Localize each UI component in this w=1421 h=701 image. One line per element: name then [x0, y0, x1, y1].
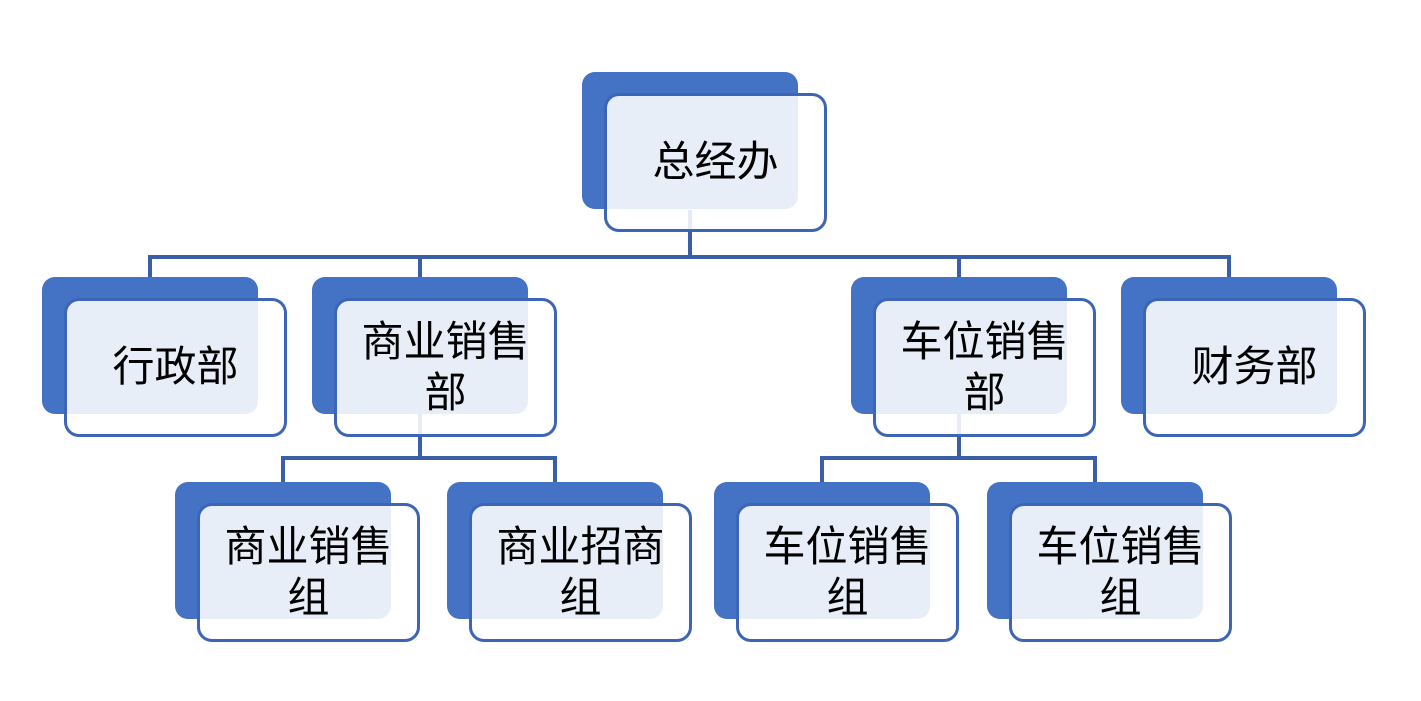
node-card: 行政部: [64, 298, 287, 437]
node-card: 商业招商组: [469, 503, 692, 642]
org-node-commercial-leasing-group[interactable]: 商业招商组: [447, 482, 692, 642]
node-card: 车位销售组: [736, 503, 959, 642]
connector-root-stem: [688, 210, 692, 259]
node-label: 商业销售组: [224, 523, 393, 621]
org-node-root[interactable]: 总经办: [582, 72, 827, 232]
org-node-admin-dept[interactable]: 行政部: [42, 277, 287, 437]
node-label: 车位销售部: [900, 318, 1069, 416]
node-label: 行政部: [112, 343, 239, 391]
connector-drop-commercial-sales-group: [281, 456, 285, 484]
org-node-parking-sales-group-1[interactable]: 车位销售组: [714, 482, 959, 642]
org-node-commercial-sales-dept[interactable]: 商业销售部: [312, 277, 557, 437]
connector-drop-parking-sales-group-1: [820, 456, 824, 484]
connector-level2-bus: [148, 255, 1231, 259]
org-node-finance-dept[interactable]: 财务部: [1121, 277, 1366, 437]
node-card: 商业销售部: [334, 298, 557, 437]
node-card: 财务部: [1143, 298, 1366, 437]
node-card: 总经办: [604, 93, 827, 232]
connector-drop-commercial-leasing-group: [553, 456, 557, 484]
connector-drop-parking-sales-dept: [957, 255, 961, 279]
org-node-commercial-sales-group[interactable]: 商业销售组: [175, 482, 420, 642]
connector-commercial-groups-bus: [281, 456, 557, 460]
node-card: 商业销售组: [197, 503, 420, 642]
connector-drop-admin-dept: [148, 255, 152, 279]
node-card: 车位销售组: [1009, 503, 1232, 642]
connector-drop-commercial-sales-dept: [418, 255, 422, 279]
org-node-parking-sales-dept[interactable]: 车位销售部: [851, 277, 1096, 437]
node-label: 车位销售组: [763, 523, 932, 621]
connector-commercial-sales-stem: [418, 414, 422, 460]
node-label: 商业销售部: [361, 318, 530, 416]
org-node-parking-sales-group-2[interactable]: 车位销售组: [987, 482, 1232, 642]
node-card: 车位销售部: [873, 298, 1096, 437]
node-label: 商业招商组: [496, 523, 665, 621]
connector-drop-finance-dept: [1227, 255, 1231, 279]
connector-parking-sales-stem: [957, 414, 961, 460]
connector-drop-parking-sales-group-2: [1093, 456, 1097, 484]
connector-parking-groups-bus: [820, 456, 1097, 460]
node-label: 总经办: [652, 138, 779, 186]
node-label: 车位销售组: [1036, 523, 1205, 621]
node-label: 财务部: [1191, 343, 1318, 391]
